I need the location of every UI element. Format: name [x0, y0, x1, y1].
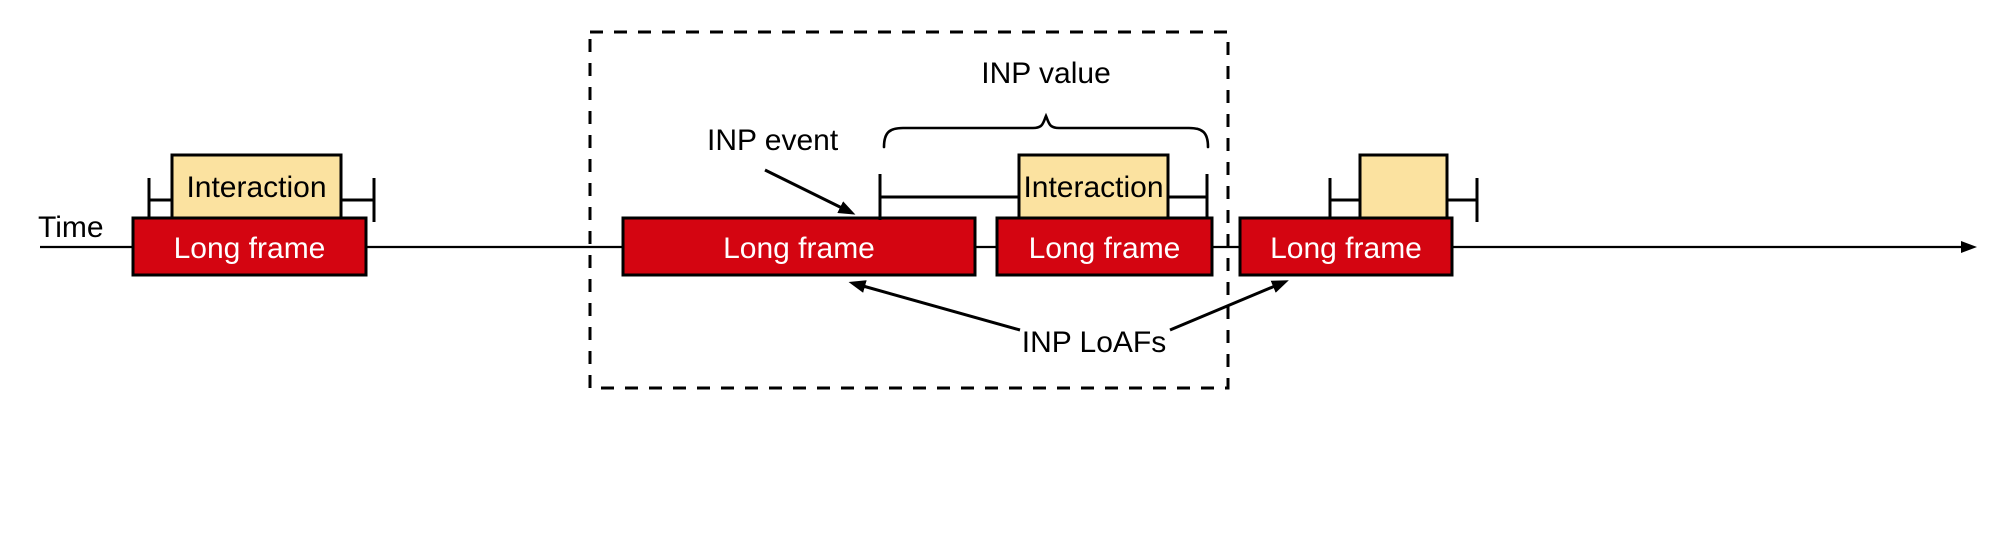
long-frame-box-2	[621, 216, 977, 277]
time-axis-label: Time	[38, 211, 104, 244]
inp-event-arrow	[764, 168, 856, 215]
inp-loafs-label: INP LoAFs	[1022, 326, 1167, 359]
long-frame-box-4	[1238, 216, 1454, 277]
inp-loafs-arrow-left	[848, 280, 1021, 332]
inp-event-label: INP event	[707, 124, 839, 157]
long-frame-box-4-label: Long frame	[1270, 232, 1422, 265]
inp-attribution-dashed-region	[588, 30, 1230, 390]
interaction-box-3	[1358, 153, 1449, 220]
inp-value-curly-brace	[882, 112, 1210, 149]
inp-value-label: INP value	[981, 57, 1111, 90]
long-frame-box-1-label: Long frame	[174, 232, 326, 265]
interaction-box-1-label: Interaction	[186, 171, 326, 204]
interaction-box-1	[170, 153, 343, 220]
long-frame-box-3	[995, 216, 1214, 277]
long-frame-box-3-label: Long frame	[1029, 232, 1181, 265]
interaction-box-2	[1017, 153, 1170, 220]
inp-loafs-arrow-right	[1169, 280, 1289, 332]
long-frame-box-2-label: Long frame	[723, 232, 875, 265]
long-frame-box-1	[131, 216, 368, 277]
interaction-box-2-label: Interaction	[1023, 171, 1163, 204]
